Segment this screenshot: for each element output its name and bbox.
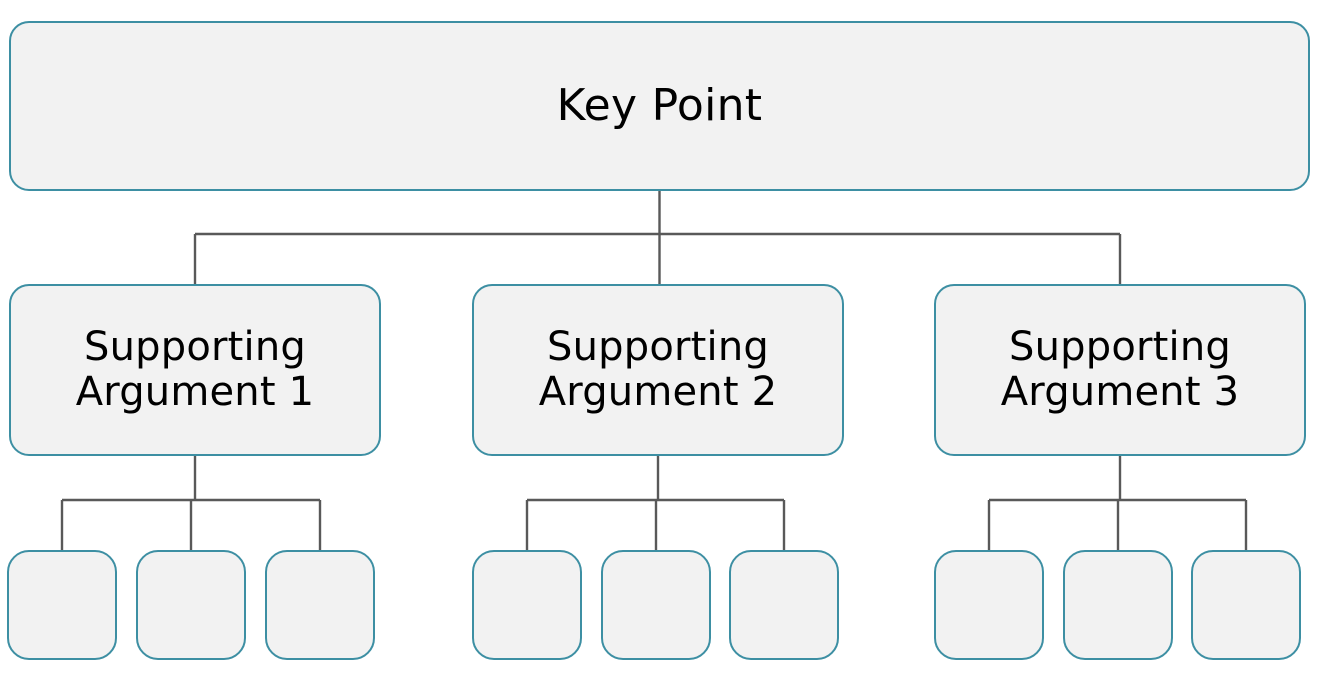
node-key-point-label: Key Point <box>556 79 763 131</box>
node-evidence-2-3[interactable] <box>729 550 839 660</box>
node-supporting-argument-3-line2: Argument 3 <box>1000 369 1240 415</box>
node-supporting-argument-2-line1: Supporting <box>547 324 769 371</box>
node-supporting-argument-1-line2: Argument 1 <box>75 369 315 415</box>
node-supporting-argument-3-line1: Supporting <box>1009 324 1231 371</box>
node-supporting-argument-2-line2: Argument 2 <box>538 369 778 415</box>
node-evidence-2-1[interactable] <box>472 550 582 660</box>
node-evidence-1-3[interactable] <box>265 550 375 660</box>
node-evidence-1-2[interactable] <box>136 550 246 660</box>
node-key-point[interactable]: Key Point <box>9 21 1310 191</box>
node-evidence-3-2[interactable] <box>1063 550 1173 660</box>
node-evidence-1-1[interactable] <box>7 550 117 660</box>
node-evidence-2-2[interactable] <box>601 550 711 660</box>
node-evidence-3-3[interactable] <box>1191 550 1301 660</box>
node-supporting-argument-1-line1: Supporting <box>84 324 306 371</box>
node-evidence-3-1[interactable] <box>934 550 1044 660</box>
